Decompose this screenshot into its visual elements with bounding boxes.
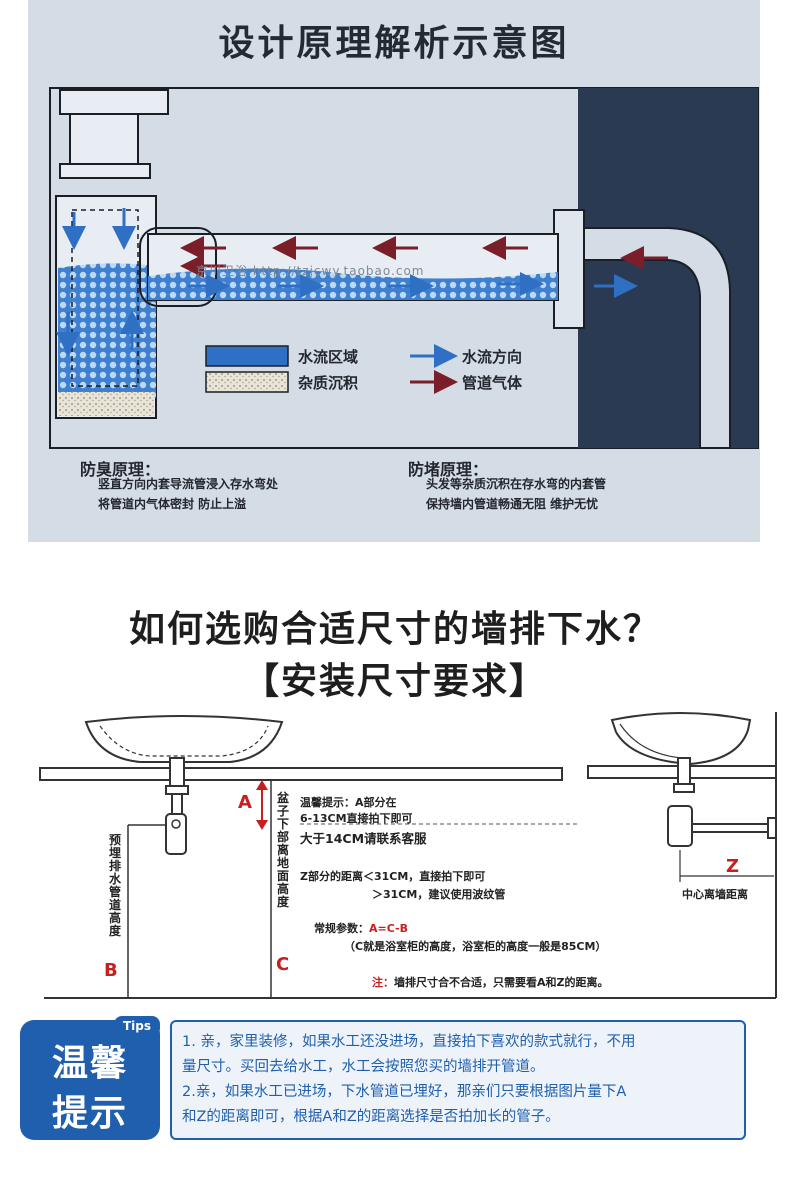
wall-drain-pipe [582, 227, 731, 449]
legend-label-sediment: 杂质沉积 [298, 374, 359, 392]
params-row: 常规参数：A=C-B [314, 920, 408, 936]
top-cap [59, 89, 169, 115]
left-countertop [39, 767, 563, 781]
params-formula: A=C-B [369, 922, 409, 935]
inner-guide-tube [71, 209, 139, 387]
right-trap [667, 805, 693, 847]
anti-odor-line1: 竖直方向内套导流管浸入存水弯处 [98, 477, 279, 491]
note-label: 注： [372, 976, 394, 989]
z-line1: Z部分的距离＜31CM，直接拍下即可 [300, 870, 486, 883]
water-area-body [58, 263, 156, 398]
anti-odor-line2: 将管道内气体密封 防止上溢 [98, 497, 247, 511]
label-z: Z [726, 856, 740, 877]
anti-clog-line1: 头发等杂质沉积在存水弯的内套管 [426, 477, 607, 491]
tip-title: 温馨提示：A部分在 [300, 796, 397, 809]
tip-line: 2.亲，如果水工已进场，下水管道已埋好，那亲们只要根据图片量下A [182, 1084, 627, 1100]
left-basin [84, 715, 284, 763]
tip-range: 6-13CM直接拍下即可 [300, 812, 413, 825]
label-c: C [276, 954, 290, 975]
note-text: 墙排尺寸合不合适，只需要看A和Z的距离。 [394, 976, 609, 989]
install-size-diagram [39, 712, 777, 999]
diagram-title: 设计原理解析示意图 [218, 23, 570, 64]
legend-swatch-sediment [205, 371, 289, 393]
label-a: A [238, 792, 252, 813]
tip-line: 量尺寸。买回去给水工，水工会按照您买的墙排开管道。 [182, 1059, 545, 1075]
legend-label-pipe-gas: 管道气体 [462, 374, 523, 392]
right-wall-pipe [691, 823, 773, 833]
tip-over: 大于14CM请联系客服 [300, 831, 427, 846]
watermark-text: 京川卫浴 http://tzjcwy.taobao.com [196, 264, 425, 278]
z-caption: 中心离墙距离 [682, 888, 748, 901]
params-label: 常规参数： [314, 922, 369, 935]
label-b: B [104, 960, 118, 981]
anti-odor-title: 防臭原理： [80, 460, 161, 479]
legend-label-water-direction: 水流方向 [462, 348, 523, 366]
tips-text-box: 1. 亲，家里装修，如果水工还没进场，直接拍下喜欢的款式就行，不用 量尺寸。买回… [170, 1020, 746, 1140]
sediment-layer [58, 392, 154, 416]
section-subheading: 【安装尺寸要求】 [242, 661, 547, 702]
legend-label-water-area: 水流区域 [298, 348, 359, 366]
design-principle-diagram: 设计原理解析示意图 京川卫浴 http://tzjcwy.taobao.com … [28, 0, 760, 542]
water-area-pipe [148, 268, 558, 300]
z-line2: ＞31CM，建议使用波纹管 [372, 888, 506, 901]
note-row: 注：墙排尺寸合不合适，只需要看A和Z的距离。 [372, 974, 609, 990]
vertical-label-basin-height: 盆子下部离地面高度 [276, 791, 289, 909]
tips-word-1: 温馨 [51, 1043, 128, 1084]
nut [59, 163, 151, 179]
tip-line: 和Z的距离即可，根据A和Z的距离选择是否拍加长的管子。 [182, 1109, 560, 1125]
section-heading: 如何选购合适尺寸的墙排下水？ [128, 609, 661, 650]
params-note: （C就是浴室柜的高度，浴室柜的高度一般是85CM） [344, 940, 607, 953]
anti-clog-line2: 保持墙内管道畅通无阻 维护无忧 [426, 497, 599, 511]
tips-word-2: 提示 [51, 1093, 128, 1134]
anti-clog-title: 防堵原理： [408, 460, 489, 479]
tips-tag: Tips [114, 1016, 160, 1036]
tail-pipe [69, 113, 139, 165]
vertical-label-pipe-height: 预埋排水管道高度 [108, 833, 121, 938]
left-trap [165, 813, 187, 855]
tip-line: 1. 亲，家里装修，如果水工还没进场，直接拍下喜欢的款式就行，不用 [182, 1034, 636, 1050]
right-basin [610, 712, 752, 766]
legend-swatch-water [205, 345, 289, 367]
tips-badge [20, 1020, 160, 1140]
trap-cross-section-illustration [49, 87, 759, 449]
